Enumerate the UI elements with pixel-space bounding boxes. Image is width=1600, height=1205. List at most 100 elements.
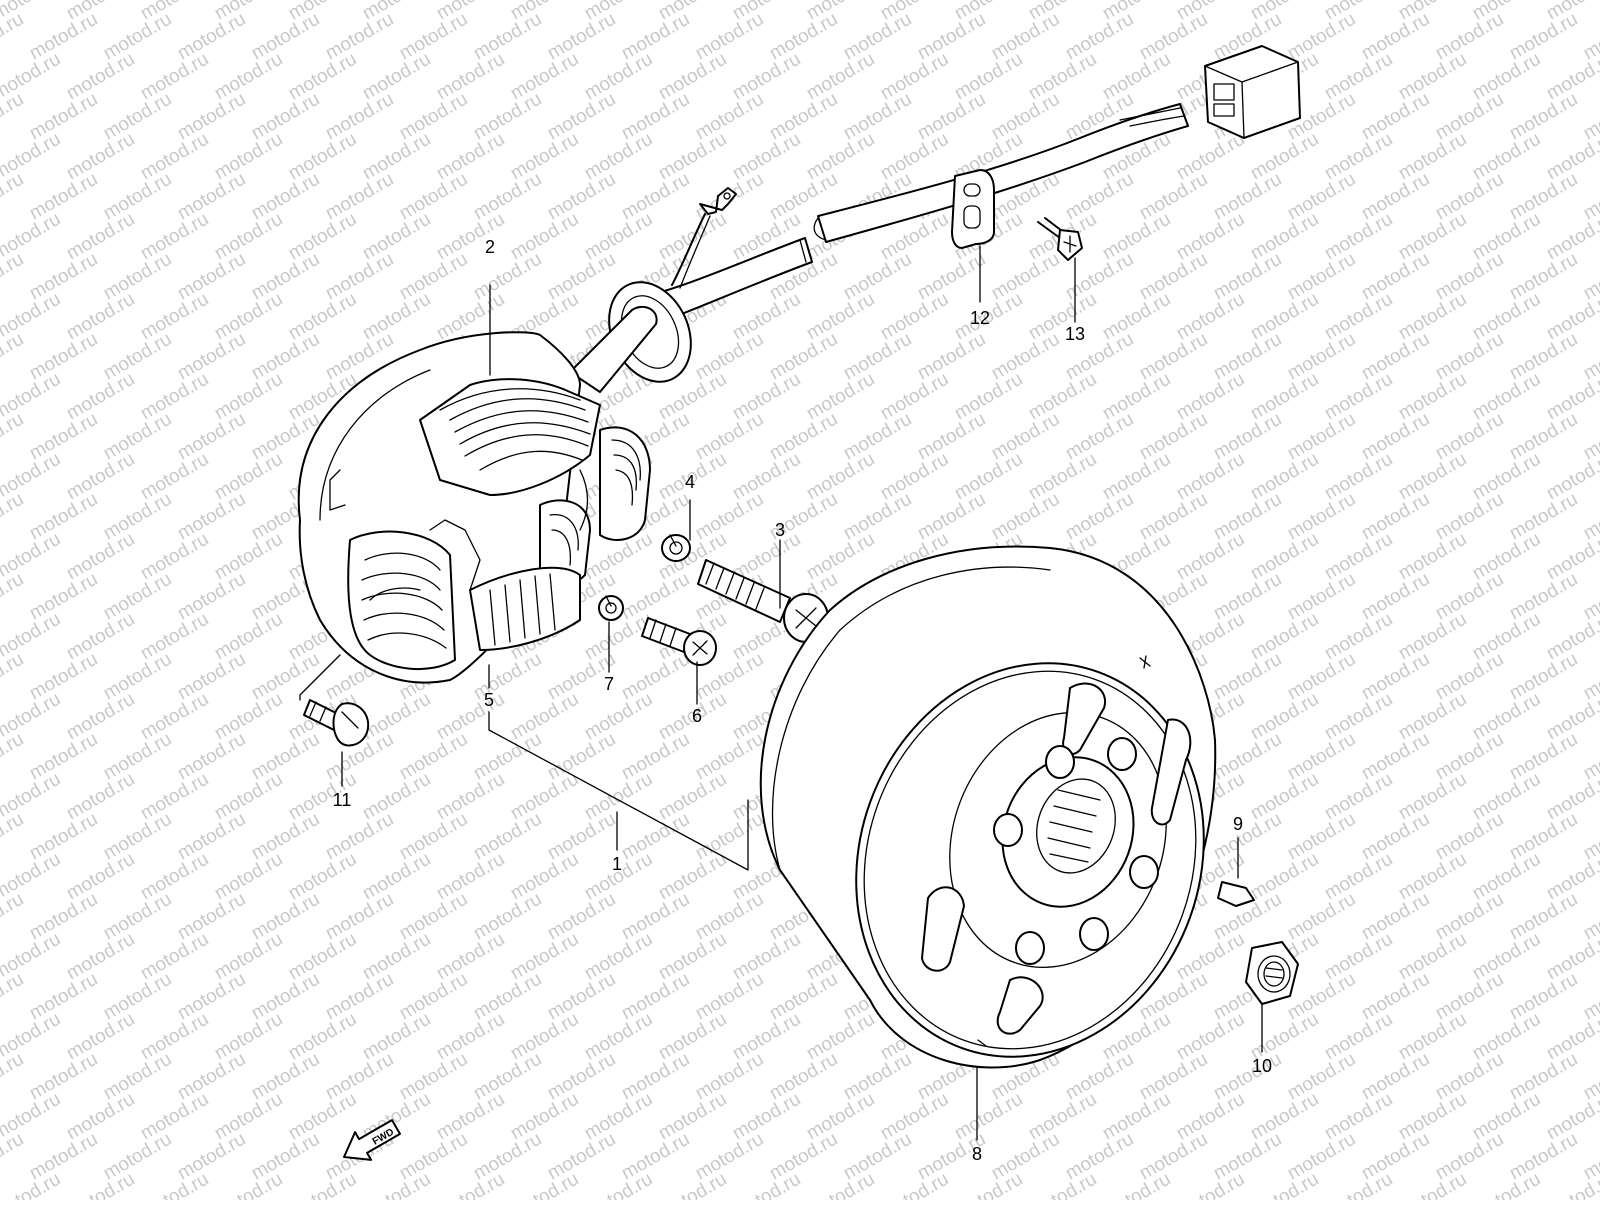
watermark-text: motod.ru: [470, 649, 545, 705]
watermark-text: motod.ru: [1284, 1049, 1359, 1105]
watermark-text: motod.ru: [1099, 369, 1174, 425]
watermark-text: motod.ru: [470, 889, 545, 945]
watermark-text: motod.ru: [1247, 1169, 1322, 1200]
watermark-text: motod.ru: [914, 249, 989, 305]
watermark-text: motod.ru: [1432, 489, 1507, 545]
watermark-text: motod.ru: [1395, 289, 1470, 345]
watermark-text: motod.ru: [581, 1009, 656, 1065]
watermark-text: motod.ru: [692, 89, 767, 145]
watermark-text: motod.ru: [174, 969, 249, 1025]
watermark-text: motod.ru: [951, 1089, 1026, 1145]
watermark-text: motod.ru: [1506, 9, 1581, 65]
watermark-text: motod.ru: [211, 129, 286, 185]
watermark-text: motod.ru: [1284, 809, 1359, 865]
watermark-text: motod.ru: [248, 729, 323, 785]
watermark-text: motod.ru: [248, 169, 323, 225]
watermark-text: motod.ru: [1432, 409, 1507, 465]
watermark-text: motod.ru: [581, 129, 656, 185]
watermark-text: motod.ru: [1395, 689, 1470, 745]
watermark-text: motod.ru: [1173, 129, 1248, 185]
watermark-text: motod.ru: [1358, 1049, 1433, 1105]
watermark-text: motod.ru: [507, 209, 582, 265]
watermark-text: motod.ru: [100, 649, 175, 705]
watermark-text: motod.ru: [1432, 649, 1507, 705]
watermark-text: motod.ru: [803, 1009, 878, 1065]
watermark-text: motod.ru: [1210, 329, 1285, 385]
watermark-text: motod.ru: [211, 849, 286, 905]
watermark-text: motod.ru: [211, 689, 286, 745]
watermark-text: motod.ru: [877, 49, 952, 105]
watermark-text: motod.ru: [655, 1089, 730, 1145]
watermark-text: motod.ru: [729, 1089, 804, 1145]
watermark-text: motod.ru: [1506, 169, 1581, 225]
watermark-text: motod.ru: [137, 1089, 212, 1145]
watermark-text: motod.ru: [63, 49, 138, 105]
watermark-text: motod.ru: [1099, 1169, 1174, 1200]
watermark-text: motod.ru: [396, 1129, 471, 1185]
watermark-text: motod.ru: [322, 889, 397, 945]
watermark-text: motod.ru: [470, 1129, 545, 1185]
watermark-text: motod.ru: [1136, 1129, 1211, 1185]
watermark-text: motod.ru: [433, 49, 508, 105]
watermark-text: motod.ru: [507, 1169, 582, 1200]
watermark-text: motod.ru: [1210, 1129, 1285, 1185]
watermark-text: motod.ru: [1099, 449, 1174, 505]
watermark-text: motod.ru: [63, 369, 138, 425]
watermark-text: motod.ru: [951, 49, 1026, 105]
watermark-text: motod.ru: [1358, 649, 1433, 705]
watermark-text: motod.ru: [877, 129, 952, 185]
watermark-text: motod.ru: [433, 129, 508, 185]
watermark-text: motod.ru: [877, 449, 952, 505]
watermark-text: motod.ru: [63, 529, 138, 585]
watermark-text: motod.ru: [877, 289, 952, 345]
watermark-text: motod.ru: [1321, 1009, 1396, 1065]
watermark-text: motod.ru: [1432, 329, 1507, 385]
watermark-text: motod.ru: [1321, 529, 1396, 585]
watermark-text: motod.ru: [1432, 9, 1507, 65]
watermark-text: motod.ru: [1395, 209, 1470, 265]
watermark-text: motod.ru: [137, 129, 212, 185]
watermark-text: motod.ru: [359, 769, 434, 825]
watermark-text: motod.ru: [544, 249, 619, 305]
watermark-text: motod.ru: [285, 1089, 360, 1145]
watermark-text: motod.ru: [100, 809, 175, 865]
stator-screw-3: [697, 559, 829, 643]
wire-clamp: [951, 169, 995, 249]
watermark-text: motod.ru: [729, 289, 804, 345]
watermark-text: motod.ru: [655, 1009, 730, 1065]
watermark-text: motod.ru: [100, 889, 175, 945]
watermark-text: motod.ru: [840, 489, 915, 545]
lock-washer-7: [598, 595, 624, 621]
watermark-text: motod.ru: [1506, 569, 1581, 625]
watermark-text: motod.ru: [1247, 289, 1322, 345]
watermark-text: motod.ru: [914, 9, 989, 65]
callout-8: 8: [972, 1144, 982, 1164]
watermark-text: motod.ru: [1395, 1009, 1470, 1065]
watermark-text: motod.ru: [137, 689, 212, 745]
watermark-text: motod.ru: [26, 89, 101, 145]
watermark-text: motod.ru: [285, 209, 360, 265]
watermark-text: motod.ru: [396, 809, 471, 865]
watermark-text: motod.ru: [63, 929, 138, 985]
watermark-text: motod.ru: [1469, 929, 1544, 985]
watermark-text: motod.ru: [1506, 889, 1581, 945]
watermark-text: motod.ru: [655, 49, 730, 105]
watermark-text: motod.ru: [1210, 249, 1285, 305]
watermark-text: motod.ru: [1247, 129, 1322, 185]
watermark-text: motod.ru: [1506, 1129, 1581, 1185]
watermark-text: motod.ru: [1099, 49, 1174, 105]
watermark-text: motod.ru: [174, 409, 249, 465]
watermark-text: motod.ru: [692, 969, 767, 1025]
watermark-text: motod.ru: [655, 849, 730, 905]
watermark-text: motod.ru: [1062, 1129, 1137, 1185]
watermark-text: motod.ru: [26, 9, 101, 65]
watermark-text: motod.ru: [692, 889, 767, 945]
watermark-text: motod.ru: [63, 1009, 138, 1065]
watermark-text: motod.ru: [692, 489, 767, 545]
watermark-text: motod.ru: [1432, 1129, 1507, 1185]
watermark-text: motod.ru: [470, 729, 545, 785]
watermark-text: motod.ru: [544, 9, 619, 65]
watermark-text: motod.ru: [692, 809, 767, 865]
watermark-text: motod.ru: [840, 1129, 915, 1185]
watermark-text: motod.ru: [1062, 249, 1137, 305]
